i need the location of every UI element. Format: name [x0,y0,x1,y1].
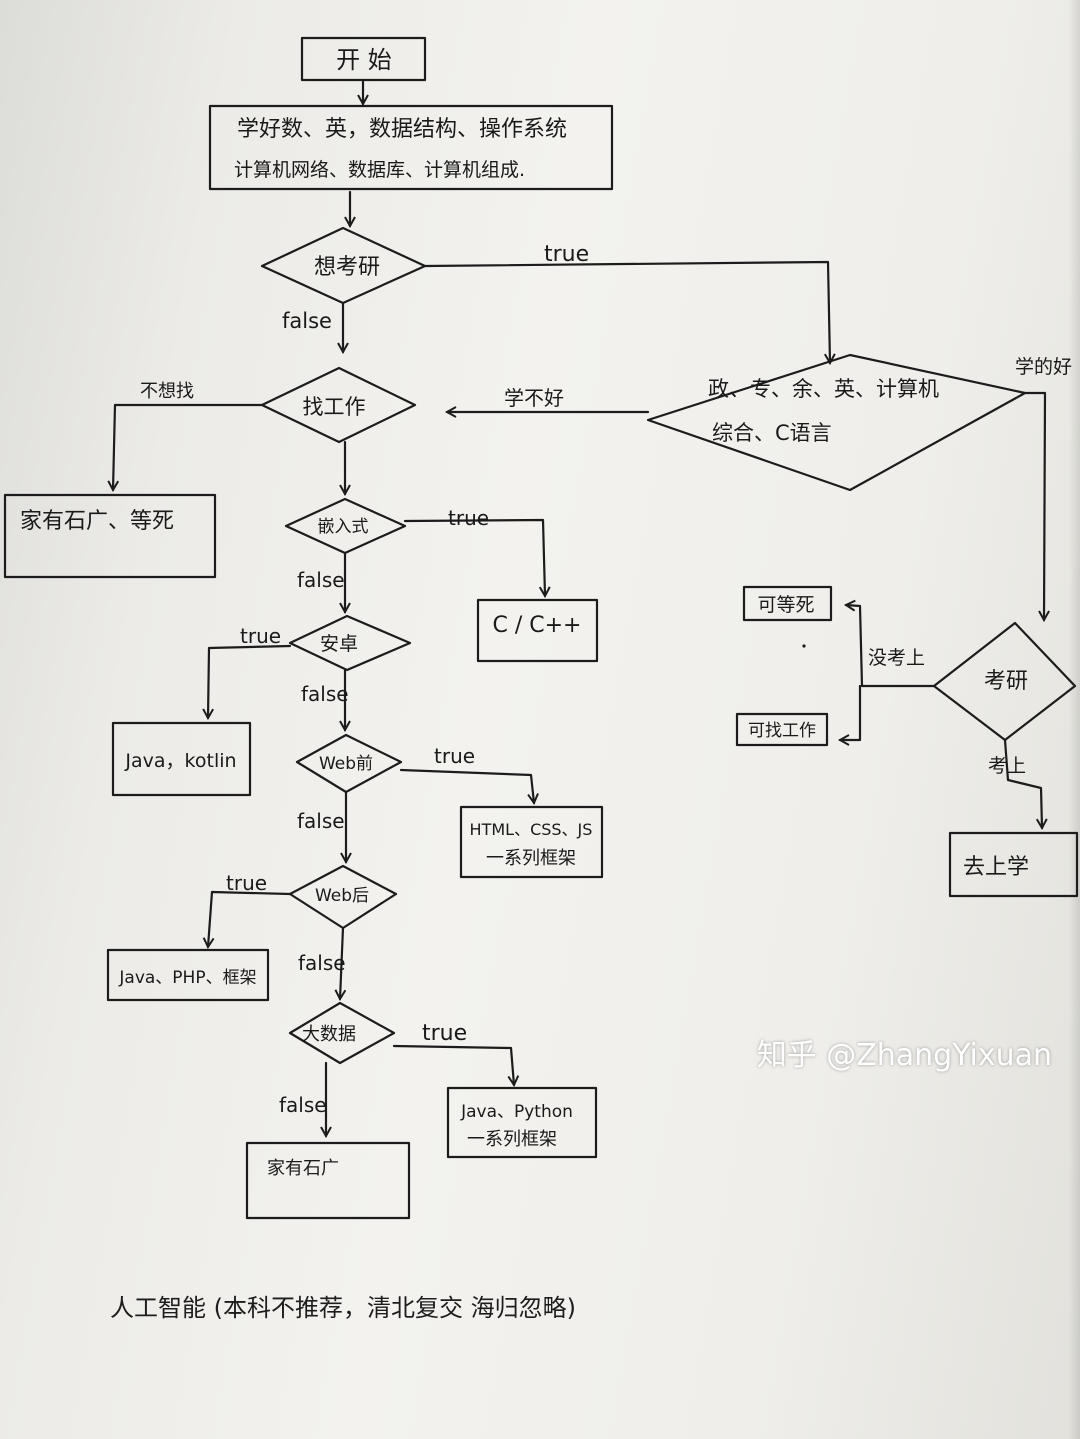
label-fail: 没考上 [868,647,925,669]
decision-find-work [260,366,417,444]
can-find-work-text: 可找工作 [748,721,816,741]
android-text: 安卓 [320,633,358,655]
edge-pass-school [1003,738,1042,828]
label-pass: 考上 [988,755,1026,777]
label-learn-bad: 学不好 [504,386,564,410]
label-true-embedded: true [448,506,489,530]
decision-android [288,614,412,672]
java-kotlin-text: Java，kotlin [124,750,236,772]
label-true-webback: true [226,871,267,895]
start-text: 开 始 [336,46,392,74]
ink-dot [802,644,806,648]
label-true-bigdata: true [422,1021,467,1046]
prereq-line2: 计算机网络、数据库、计算机组成. [234,159,525,181]
edge-work-not-find [113,403,264,490]
outcome-can-find-work-box [735,712,829,747]
label-true-webfront: true [434,744,475,768]
paper-edge [1068,0,1080,1439]
java-python-line1: Java、Python [460,1102,573,1122]
html-line2: 一系列框架 [486,848,576,869]
html-line1: HTML、CSS、JS [470,820,593,839]
outcome-can-wait-box [742,585,833,622]
outcome-java-kotlin-box [111,721,252,797]
decision-big-data [288,1001,396,1065]
label-true-android: true [240,624,281,648]
go-to-school-text: 去上学 [963,855,1029,880]
label-false-webback: false [298,951,346,975]
edge-android-true [208,644,292,718]
exam-line2: 综合、C语言 [712,421,832,445]
edge-webback-true [208,890,292,947]
edge-webback-false [340,926,343,999]
decision-web-back [288,864,398,930]
outcome-cpp-box [476,598,599,663]
can-wait-text: 可等死 [757,594,814,616]
label-false-kaoyan: false [282,309,332,333]
decision-web-front [295,733,403,794]
big-data-text: 大数据 [302,1024,356,1045]
decision-kaoyan-result [932,621,1077,742]
java-php-text: Java、PHP、框架 [118,968,256,988]
label-true-kaoyan: true [544,242,589,267]
label-false-webfront: false [297,809,345,833]
label-false-embedded: false [297,568,345,592]
footnote-ai: 人工智能 (本科不推荐，清北复交 海归忽略) [110,1294,576,1322]
outcome-go-to-school-box [948,831,1079,898]
cpp-text: C / C++ [493,613,582,638]
decision-exam-subjects [646,353,1027,492]
exam-line1: 政、专、余、英、计算机 [708,377,939,401]
edge-fail-wait [846,605,864,688]
watermark: 知乎 @ZhangYixuan [756,1038,1052,1073]
edge-kaoyan-true [423,260,830,363]
label-false-android: false [301,682,349,706]
java-python-line2: 一系列框架 [467,1129,557,1150]
outcome-mine-wait-box [3,493,217,579]
outcome-java-python-box [446,1086,598,1159]
edge-exam-learn-good [1023,391,1045,620]
kaoyan2-text: 考研 [984,669,1028,694]
find-work-text: 找工作 [303,395,366,419]
label-not-find: 不想找 [140,381,194,402]
prerequisites-box [208,104,614,191]
web-back-text: Web后 [315,886,369,906]
edge-fail-findwork [840,684,862,740]
prereq-line1: 学好数、英，数据结构、操作系统 [237,117,567,142]
label-false-bigdata: false [279,1093,327,1117]
web-front-text: Web前 [319,754,373,774]
mine-text: 家有石广 [267,1158,339,1179]
edge-embedded-true [403,518,545,596]
decision-embedded [284,497,407,555]
edge-bigdata-true [392,1044,514,1085]
outcome-html-css-js-box [459,805,604,879]
outcome-mine-box [245,1141,411,1220]
outcome-java-php-box [106,948,270,1002]
label-learn-good: 学的好 [1015,356,1072,378]
embedded-text: 嵌入式 [318,517,369,537]
mine-wait-text: 家有石广、等死 [20,509,174,534]
edge-webfront-true [399,768,534,803]
kaoyan-text: 想考研 [314,255,380,280]
